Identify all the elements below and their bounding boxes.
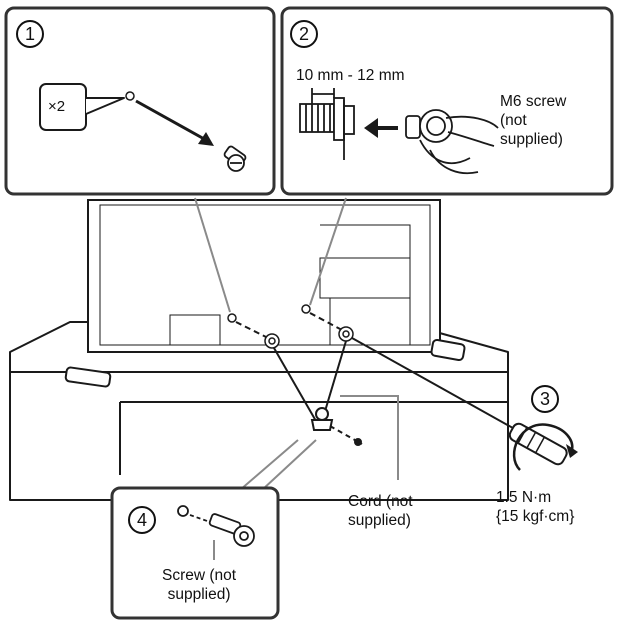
panel-2 xyxy=(280,6,614,196)
arrow-head xyxy=(198,132,214,146)
step-4-badge: 4 xyxy=(128,506,156,534)
rotation-arrow-icon xyxy=(512,423,578,471)
step-3-badge: 3 xyxy=(531,385,559,413)
screw-hole-left xyxy=(227,313,237,323)
screw-icon xyxy=(223,145,247,172)
step-2-badge: 2 xyxy=(290,20,318,48)
screw-icon-4 xyxy=(177,505,255,547)
m6-screw-label: M6 screw (not supplied) xyxy=(500,93,567,148)
table-side xyxy=(9,372,508,500)
quantity-label: ×2 xyxy=(48,98,66,115)
spacer-bracket xyxy=(299,88,355,160)
hand-icon xyxy=(405,109,499,174)
panel-1 xyxy=(4,6,276,196)
arrow-icon xyxy=(135,99,207,142)
bracket-icon xyxy=(264,326,354,349)
tv-foot-left xyxy=(64,366,112,388)
arrow-left-icon xyxy=(364,118,398,138)
tv-back-panel xyxy=(87,199,441,353)
step-1-badge: 1 xyxy=(16,20,44,48)
screw-hole-right xyxy=(301,304,311,314)
gap-label: 10 mm - 12 mm xyxy=(296,67,405,84)
tv-foot-right xyxy=(430,338,466,362)
callout-lines xyxy=(194,197,399,491)
bracket-guides xyxy=(235,312,343,339)
screwdriver-icon xyxy=(351,337,568,466)
torque-label: 1.5 N·m {15 kgf·cm} xyxy=(496,489,575,525)
cord-label: Cord (not supplied) xyxy=(348,493,413,529)
bottom-fixing xyxy=(310,407,363,446)
screw-label: Screw (not supplied) xyxy=(162,567,237,603)
